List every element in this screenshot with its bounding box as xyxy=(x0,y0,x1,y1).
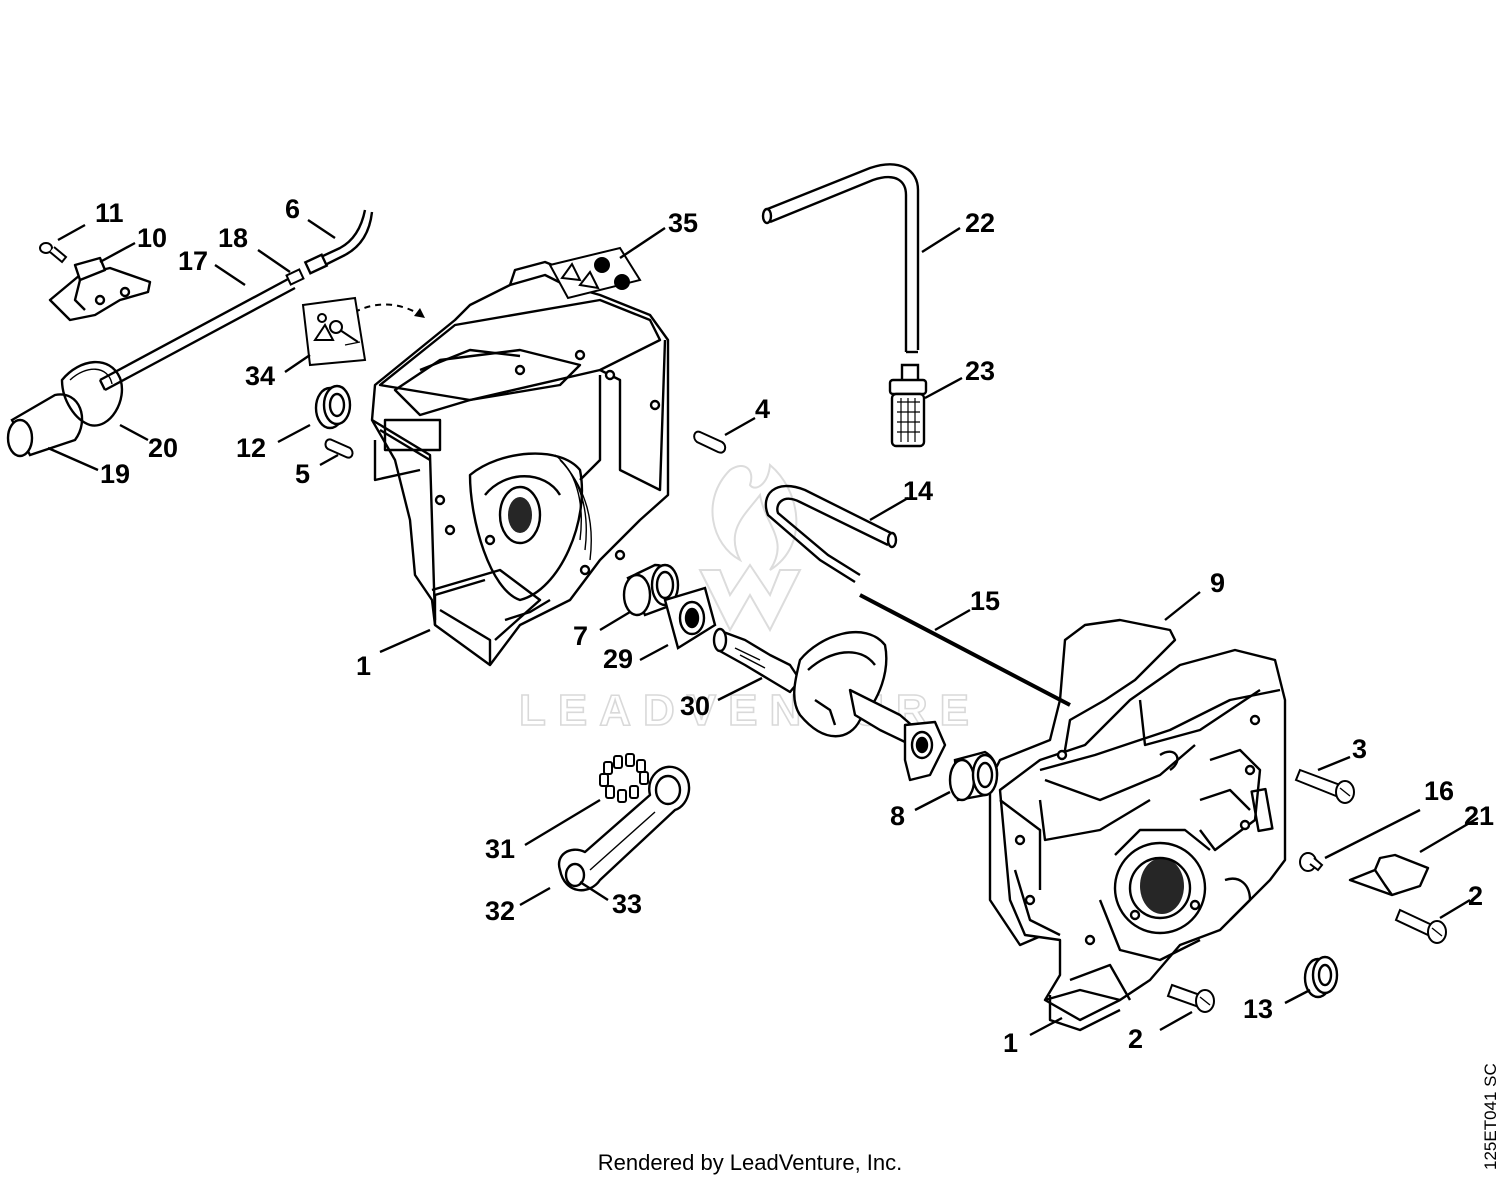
callout-29: 29 xyxy=(603,644,633,674)
callout-34: 34 xyxy=(245,361,275,391)
watermark-flame-logo xyxy=(698,463,802,633)
crankcase-left-half xyxy=(372,262,668,665)
cover-21 xyxy=(1350,855,1428,895)
callout-33: 33 xyxy=(612,889,642,919)
callout-32: 32 xyxy=(485,896,515,926)
needle-cage-31 xyxy=(600,754,648,802)
impulse-hose-14 xyxy=(766,486,896,582)
callout-4: 4 xyxy=(755,394,770,424)
connecting-rod xyxy=(559,767,689,890)
callout-23: 23 xyxy=(965,356,995,386)
crankshaft-30 xyxy=(714,629,945,780)
callout-6: 6 xyxy=(285,194,300,224)
leader-lines xyxy=(47,219,1479,1037)
screw-2-bottom xyxy=(1168,985,1214,1012)
callout-2-right: 2 xyxy=(1468,881,1483,911)
callout-7: 7 xyxy=(573,621,588,651)
callout-21: 21 xyxy=(1464,801,1494,831)
decal-35 xyxy=(550,248,640,298)
callout-17: 17 xyxy=(178,246,208,276)
callout-1-lower: 1 xyxy=(1003,1028,1018,1058)
seal-plate-29 xyxy=(665,588,715,648)
callout-35: 35 xyxy=(668,208,698,238)
fitting-18 xyxy=(287,270,304,285)
drawing-code: 125ET041 SC xyxy=(1481,1063,1500,1170)
screw-3 xyxy=(1296,770,1354,803)
screw-11 xyxy=(40,243,66,262)
callout-10: 10 xyxy=(137,223,167,253)
callout-14: 14 xyxy=(903,476,933,506)
crankcase-right-half xyxy=(1000,650,1285,1030)
warning-label-34 xyxy=(303,298,365,365)
callout-31: 31 xyxy=(485,834,515,864)
callout-15: 15 xyxy=(970,586,1000,616)
fuel-filter-23 xyxy=(890,365,926,446)
oil-pickup-body-19 xyxy=(8,394,82,456)
wire-15 xyxy=(860,595,1070,705)
callout-labels: 11 10 17 18 6 35 22 34 12 20 19 5 4 23 1… xyxy=(95,194,1494,1058)
bracket-10 xyxy=(50,258,150,320)
callout-22: 22 xyxy=(965,208,995,238)
callout-1-upper: 1 xyxy=(356,651,371,681)
callout-30: 30 xyxy=(680,691,710,721)
callout-20: 20 xyxy=(148,433,178,463)
callout-16: 16 xyxy=(1424,776,1454,806)
callout-19: 19 xyxy=(100,459,130,489)
callout-13: 13 xyxy=(1243,994,1273,1024)
callout-12: 12 xyxy=(236,433,266,463)
placement-arrow-head xyxy=(414,308,425,318)
screw-2-right xyxy=(1396,910,1446,943)
pin-5 xyxy=(325,439,352,457)
strainer-20 xyxy=(62,362,122,425)
pin-4 xyxy=(694,432,725,453)
callout-18: 18 xyxy=(218,223,248,253)
footer-credit: Rendered by LeadVenture, Inc. xyxy=(598,1150,903,1175)
oil-seal-13 xyxy=(1305,957,1337,997)
oil-seal-12 xyxy=(316,386,350,428)
bearing-8 xyxy=(950,752,997,800)
bearing-7 xyxy=(624,565,678,615)
callout-2-bottom: 2 xyxy=(1128,1024,1143,1054)
callout-11: 11 xyxy=(95,198,124,228)
plug-16 xyxy=(1300,853,1322,871)
callout-8: 8 xyxy=(890,801,905,831)
fuel-hose-22 xyxy=(763,164,918,352)
oil-line-6 xyxy=(305,210,372,273)
callout-9: 9 xyxy=(1210,568,1225,598)
callout-3: 3 xyxy=(1352,734,1367,764)
oil-hose-17 xyxy=(100,278,295,390)
callout-5: 5 xyxy=(295,459,310,489)
